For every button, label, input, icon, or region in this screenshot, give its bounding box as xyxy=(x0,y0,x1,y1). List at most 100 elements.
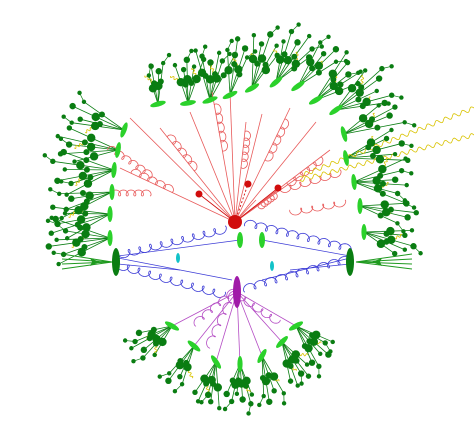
hadron-node xyxy=(199,400,204,405)
hadron-node xyxy=(316,363,322,370)
hadron-node xyxy=(200,374,209,383)
hadron-node xyxy=(191,64,197,69)
cluster-ellipse xyxy=(259,232,265,248)
cluster-ellipse xyxy=(115,142,121,158)
remnant-blob xyxy=(176,253,180,263)
hadron-node xyxy=(295,383,300,388)
gluon-line xyxy=(286,156,324,187)
hadron-node xyxy=(87,133,96,143)
hadron-node xyxy=(64,192,69,197)
hadron-node xyxy=(309,65,316,72)
hadron-line xyxy=(57,135,119,151)
parton-line xyxy=(261,257,351,281)
hadron-node xyxy=(386,112,393,119)
hadron-node xyxy=(220,72,227,79)
hadron-node xyxy=(248,54,258,64)
hadron-node xyxy=(219,58,226,64)
hadron-node xyxy=(358,114,368,123)
hadron-node xyxy=(282,359,291,368)
parton-line xyxy=(229,91,236,223)
hadron-node xyxy=(377,212,384,219)
hadron-node xyxy=(402,247,408,252)
hadron-node xyxy=(50,158,56,165)
hadron-node xyxy=(402,232,408,239)
hadron-node xyxy=(227,51,232,57)
parton-line xyxy=(234,113,263,223)
cluster-ellipse xyxy=(237,356,243,372)
hadron-node xyxy=(69,102,76,110)
hadron-node xyxy=(320,50,327,57)
cluster-ellipse xyxy=(269,76,283,88)
hadron-node xyxy=(257,402,262,408)
hadron-node xyxy=(223,390,230,398)
parton-line xyxy=(159,127,236,223)
hadron-node xyxy=(55,222,60,227)
hadron-node xyxy=(413,209,419,216)
hadron-node xyxy=(177,358,184,365)
parton-line xyxy=(234,107,291,223)
hadron-node xyxy=(150,326,157,333)
hadron-node xyxy=(404,182,409,188)
hadron-node xyxy=(60,148,67,156)
hadron-line xyxy=(343,121,405,135)
hadron-node xyxy=(79,189,86,196)
hadron-node xyxy=(364,119,374,129)
hadron-node xyxy=(246,411,251,416)
hadron-node xyxy=(418,251,423,256)
hadron-node xyxy=(77,224,84,231)
hadron-node xyxy=(288,355,297,364)
hadron-node xyxy=(376,103,381,108)
hadron-node xyxy=(395,221,400,226)
beam-remnant-blob xyxy=(346,248,354,276)
hadron-node xyxy=(131,359,136,364)
hadron-node xyxy=(62,167,68,172)
hadron-node xyxy=(222,406,228,412)
parton-line xyxy=(215,291,238,363)
hadron-node xyxy=(77,116,83,122)
hadron-node xyxy=(375,155,385,164)
parton-line xyxy=(171,291,238,327)
hadron-node xyxy=(177,373,183,380)
beam-line xyxy=(355,258,413,263)
parton-line xyxy=(234,187,279,223)
cluster-ellipse xyxy=(276,336,288,348)
hadron-node xyxy=(157,78,164,85)
hadron-node xyxy=(287,378,294,384)
hadron-node xyxy=(372,145,381,155)
decay-vertex xyxy=(274,184,282,192)
gluon-line xyxy=(257,192,278,210)
hadron-node xyxy=(62,211,68,216)
cluster-ellipse xyxy=(222,90,238,100)
hadron-node xyxy=(172,62,178,68)
cluster-ellipse xyxy=(109,184,115,200)
hadron-node xyxy=(261,65,271,75)
hadron-node xyxy=(86,142,96,152)
hadron-node xyxy=(82,223,91,232)
hadron-node xyxy=(391,250,398,257)
hadron-node xyxy=(54,237,59,243)
hadron-node xyxy=(359,103,366,110)
hadron-node xyxy=(57,191,62,196)
gluon-line xyxy=(116,261,226,298)
hadron-node xyxy=(281,391,286,396)
cluster-ellipse xyxy=(288,321,304,331)
hadron-node xyxy=(365,144,372,151)
hadron-node xyxy=(192,74,201,84)
cluster-ellipse xyxy=(111,162,117,178)
hadron-node xyxy=(81,244,88,251)
hadron-node xyxy=(380,200,389,209)
hadron-node xyxy=(376,239,386,249)
hadron-node xyxy=(248,401,254,407)
hadron-node xyxy=(45,243,52,250)
hadron-node xyxy=(259,375,266,382)
parton-line xyxy=(198,193,236,223)
cluster-ellipse xyxy=(343,150,349,166)
cluster-ellipse xyxy=(244,83,260,93)
hadron-node xyxy=(355,88,364,97)
hadron-node xyxy=(374,124,381,131)
beam-arrow-icon xyxy=(372,258,382,266)
hadron-node xyxy=(77,236,84,243)
hadron-node xyxy=(83,198,90,205)
